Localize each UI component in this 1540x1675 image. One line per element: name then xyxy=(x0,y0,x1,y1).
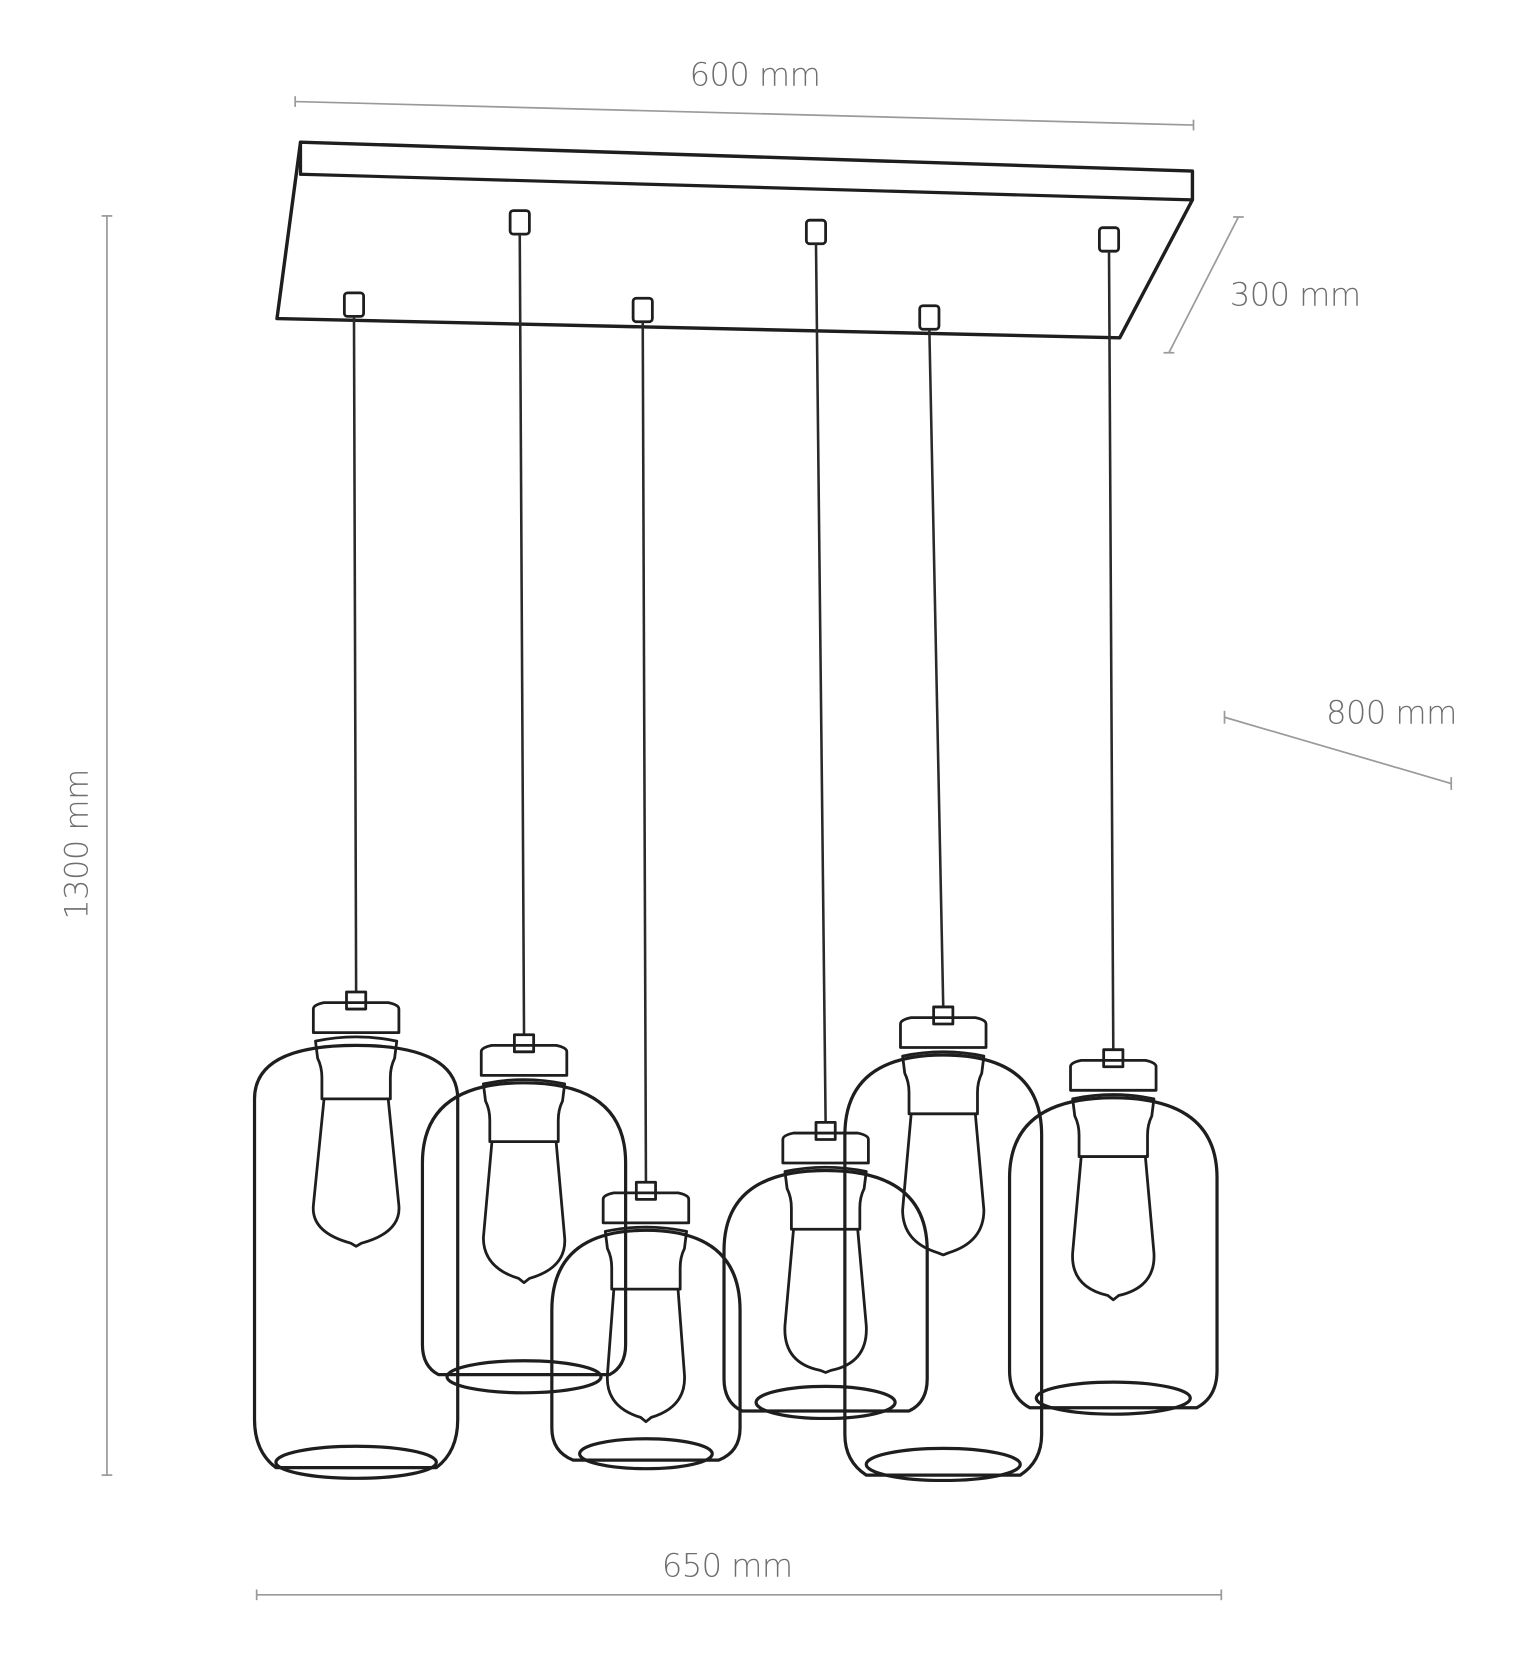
dimension-top-width: 600 mm xyxy=(294,56,1195,131)
pendant-5 xyxy=(843,1005,1044,1483)
pendant-2 xyxy=(420,1033,628,1395)
label-top-width: 600 mm xyxy=(690,56,821,94)
dimension-line-depth xyxy=(1168,216,1240,354)
pendant-6 xyxy=(1007,1048,1219,1416)
pendant-4 xyxy=(722,1120,929,1421)
dimension-bottom-width: 650 mm xyxy=(255,1547,1223,1601)
pendant-1 xyxy=(252,990,460,1480)
label-height: 1300 mm xyxy=(58,769,96,919)
ceiling-plate xyxy=(275,140,1195,340)
label-bottom-width: 650 mm xyxy=(662,1547,793,1585)
dimension-shade-spread: 800 mm xyxy=(1223,694,1457,790)
dimension-height: 1300 mm xyxy=(58,215,113,1476)
pendant-3 xyxy=(550,1180,742,1471)
dimension-depth: 300 mm xyxy=(1163,216,1361,354)
cords xyxy=(342,209,1121,1183)
dimension-line-top xyxy=(295,100,1194,126)
dimension-line-shade-spread xyxy=(1224,716,1452,785)
label-shade-spread: 800 mm xyxy=(1326,694,1457,732)
label-depth: 300 mm xyxy=(1230,276,1361,314)
